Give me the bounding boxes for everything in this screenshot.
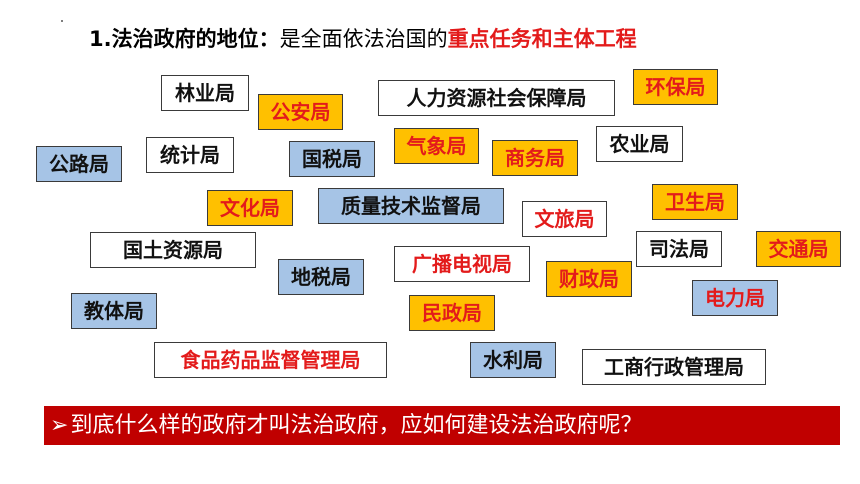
agency-tag-qixiang: 气象局: [394, 128, 479, 164]
agency-tag-zhiliang: 质量技术监督局: [318, 188, 504, 224]
agency-tag-sifa: 司法局: [636, 231, 722, 267]
heading-middle: 是全面依法治国的: [279, 27, 448, 51]
agency-tag-gongshang: 工商行政管理局: [582, 349, 766, 385]
agency-tag-caizheng: 财政局: [546, 261, 632, 297]
agency-tag-shuili: 水利局: [470, 342, 556, 378]
agency-tag-wenhua: 文化局: [207, 190, 293, 226]
agency-tag-shangwu: 商务局: [492, 140, 578, 176]
agency-tag-guangbo: 广播电视局: [394, 246, 530, 282]
section-heading: 1.法治政府的地位：是全面依法治国的重点任务和主体工程: [89, 22, 637, 56]
agency-tag-renli: 人力资源社会保障局: [378, 80, 615, 116]
question-banner: ➢到底什么样的政府才叫法治政府，应如何建设法治政府呢？: [44, 406, 840, 445]
agency-tag-jiaoti: 教体局: [71, 293, 157, 329]
agency-tag-huanbao: 环保局: [633, 69, 718, 105]
agency-tag-weisheng: 卫生局: [652, 184, 738, 220]
agency-tag-wenlv: 文旅局: [522, 201, 607, 237]
agency-tag-linye: 林业局: [161, 75, 249, 111]
agency-tag-gongan: 公安局: [258, 94, 343, 130]
arrow-bullet-icon: ➢: [50, 413, 69, 438]
decorative-dot: [61, 20, 63, 22]
heading-emphasis: 重点任务和主体工程: [447, 27, 637, 51]
heading-lead: 1.法治政府的地位: [89, 27, 259, 51]
agency-tag-nongye: 农业局: [596, 126, 683, 162]
agency-tag-minzheng: 民政局: [409, 295, 495, 331]
agency-tag-gonglu: 公路局: [36, 146, 122, 182]
agency-tag-guotu: 国土资源局: [90, 232, 256, 268]
agency-tag-jiaotong: 交通局: [756, 231, 841, 267]
agency-tag-shipin: 食品药品监督管理局: [154, 342, 387, 378]
banner-text: 到底什么样的政府才叫法治政府，应如何建设法治政府呢？: [70, 413, 643, 438]
heading-colon: ：: [258, 27, 280, 51]
agency-tag-tongji: 统计局: [146, 137, 234, 173]
agency-tag-dishui: 地税局: [278, 259, 364, 295]
agency-tag-dianli: 电力局: [692, 280, 778, 316]
agency-tag-guoshui: 国税局: [289, 141, 375, 177]
